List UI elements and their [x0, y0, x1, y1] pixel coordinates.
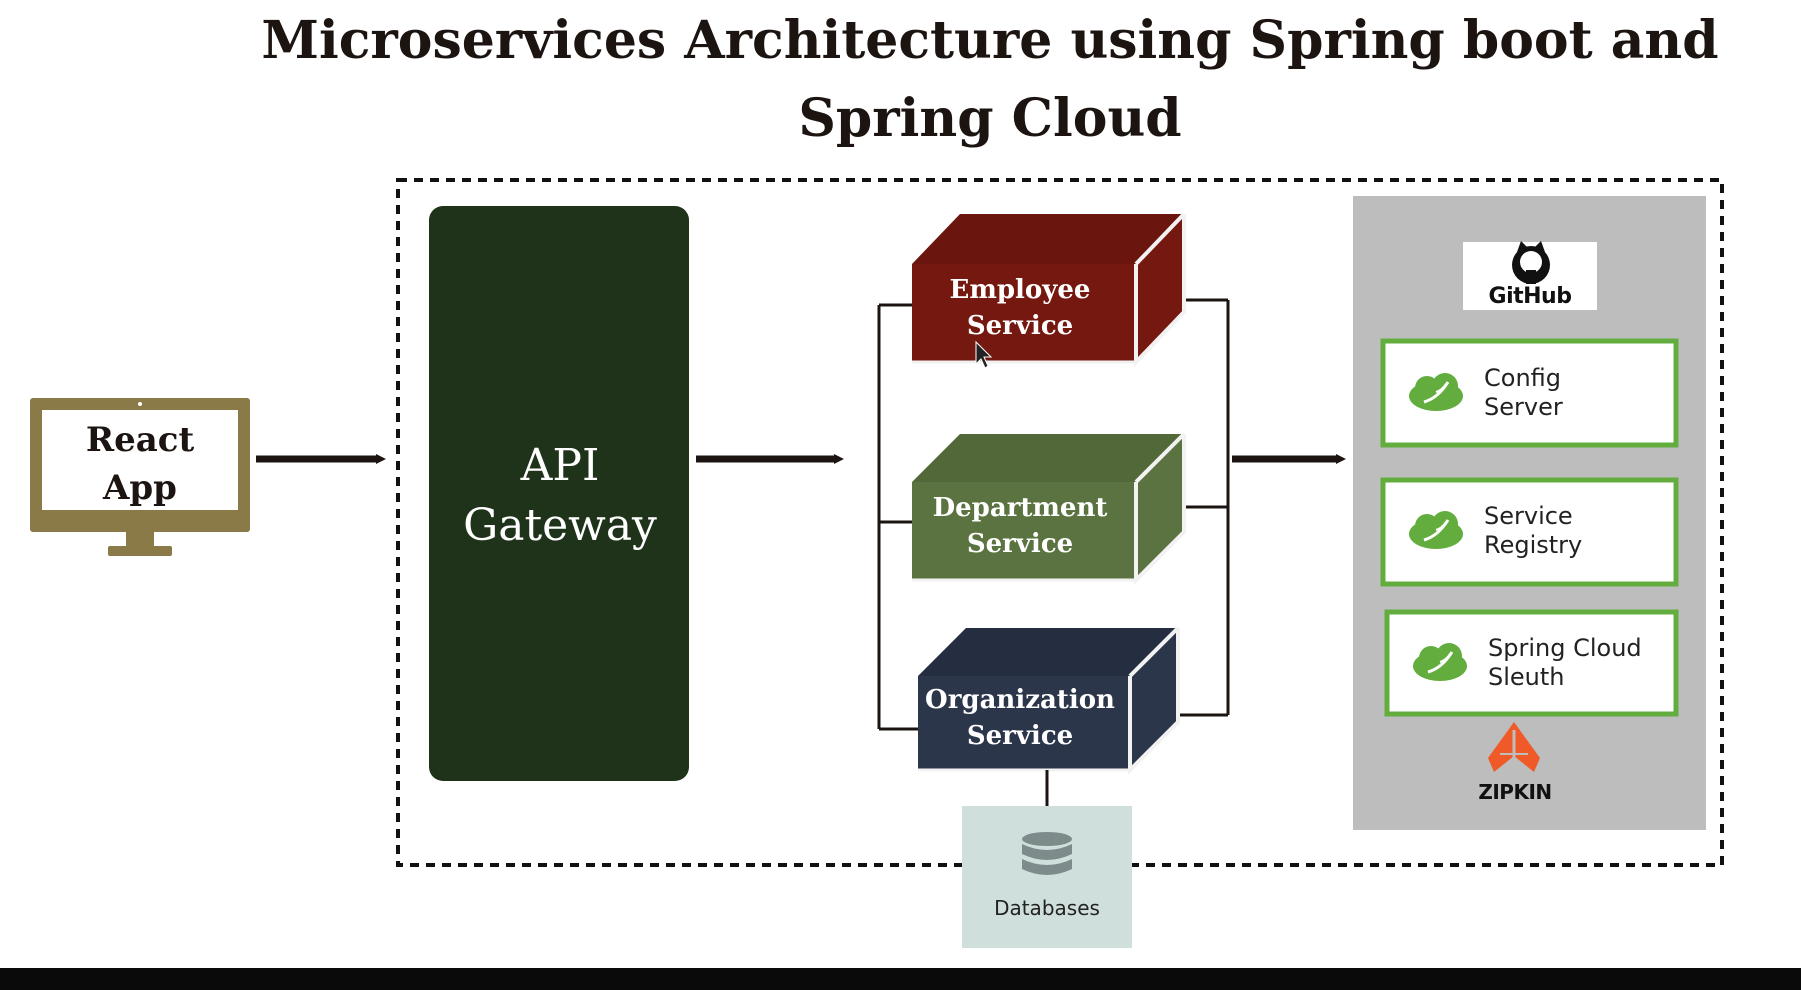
bottom-bar — [0, 968, 1801, 990]
spring-leaf-icon — [1413, 643, 1467, 681]
spring-cloud-sleuth-label-line1: Spring Cloud — [1488, 634, 1642, 662]
department-service-label-line2: Service — [966, 529, 1074, 559]
organization-service-cube — [918, 626, 1180, 775]
service-registry-label-line1: Service — [1484, 502, 1573, 530]
zipkin-icon — [1488, 722, 1540, 772]
service-registry-label: Service Registry — [1484, 502, 1582, 560]
api-gateway-label: API Gateway — [430, 436, 690, 556]
employee-service-label-line1: Employee — [949, 275, 1091, 305]
api-gateway-box — [429, 206, 689, 781]
service-registry-label-line2: Registry — [1484, 531, 1583, 559]
system-boundary — [396, 178, 1724, 867]
react-app-label-line2: App — [103, 468, 177, 508]
react-app-label-line1: React — [85, 420, 195, 460]
spring-cloud-sleuth-label-line2: Sleuth — [1488, 663, 1565, 691]
organization-service-label-line1: Organization — [925, 685, 1115, 715]
employee-service-label-line2: Service — [966, 311, 1074, 341]
services-left-bracket — [877, 303, 920, 731]
config-server-label-line1: Config — [1484, 364, 1562, 392]
services-right-bracket — [1180, 298, 1230, 717]
database-box — [962, 806, 1132, 948]
diagram-title: Microservices Architecture using Spring … — [261, 10, 1719, 149]
github-label: GitHub — [1488, 284, 1572, 309]
database-label: Databases — [994, 896, 1100, 920]
spring-leaf-icon — [1409, 373, 1463, 411]
react-app-monitor-icon — [30, 398, 250, 556]
spring-cloud-sleuth-label: Spring Cloud Sleuth — [1488, 634, 1642, 692]
database-icon — [1022, 832, 1072, 875]
api-gateway-label-line1: API — [520, 440, 600, 491]
architecture-diagram — [30, 178, 1724, 948]
department-service-cube — [912, 432, 1186, 585]
config-server-label-line2: Server — [1484, 393, 1563, 421]
employee-service-cube — [912, 212, 1186, 367]
zipkin-label: ZIPKIN — [1478, 780, 1552, 804]
department-service-label: Department Service — [906, 490, 1134, 562]
api-gateway-label-line2: Gateway — [463, 500, 657, 551]
spring-leaf-icon — [1409, 511, 1463, 549]
mouse-cursor-icon — [975, 340, 993, 369]
employee-service-label: Employee Service — [906, 272, 1134, 344]
organization-service-label-line2: Service — [966, 721, 1074, 751]
github-icon — [1512, 241, 1550, 284]
organization-service-label: Organization Service — [906, 682, 1134, 754]
config-server-label: Config Server — [1484, 364, 1563, 422]
react-app-label: React App — [40, 416, 240, 512]
department-service-label-line1: Department — [932, 493, 1108, 523]
